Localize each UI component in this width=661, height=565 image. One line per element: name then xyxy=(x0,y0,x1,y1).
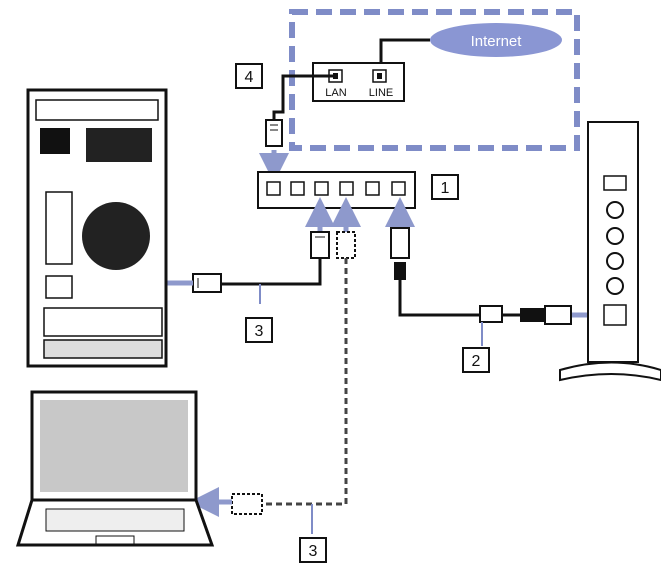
device-rj45-plug-icon xyxy=(520,305,572,325)
desktop-computer xyxy=(26,88,168,368)
laptop-plug-icon xyxy=(336,231,356,259)
internet-cloud: Internet xyxy=(430,23,562,57)
callout-3-desktop: 3 xyxy=(245,317,273,343)
network-device xyxy=(559,121,661,382)
internet-zone-box xyxy=(289,9,580,151)
desktop-cable xyxy=(220,258,322,286)
device-plug-icon xyxy=(390,227,410,280)
callout-1-label: 1 xyxy=(441,180,450,197)
rj45-plug-icon xyxy=(265,119,283,147)
ferrite-core-icon xyxy=(479,305,503,323)
callout-3-laptop-label: 3 xyxy=(309,543,318,560)
modem-hub-cable xyxy=(272,74,334,130)
callout-2: 2 xyxy=(462,347,490,373)
modem: LAN LINE xyxy=(312,62,405,102)
callout-1: 1 xyxy=(431,174,459,200)
laptop-rj45-plug-icon xyxy=(231,493,263,515)
callout-3-desktop-label: 3 xyxy=(255,323,264,340)
callout-2-label: 2 xyxy=(472,353,481,370)
callout-4-label: 4 xyxy=(245,69,254,86)
modem-line-label: LINE xyxy=(369,87,393,99)
internet-line-cable xyxy=(379,38,430,72)
laptop-computer xyxy=(15,390,215,547)
callout-3-laptop: 3 xyxy=(299,537,327,563)
network-hub xyxy=(257,171,416,209)
desktop-rj45-plug-icon xyxy=(192,273,222,293)
callout-4: 4 xyxy=(235,63,263,89)
laptop-cable xyxy=(262,258,348,506)
desktop-plug-icon xyxy=(310,231,330,259)
internet-label: Internet xyxy=(471,33,523,50)
device-cable xyxy=(398,280,480,317)
modem-lan-label: LAN xyxy=(325,87,346,99)
